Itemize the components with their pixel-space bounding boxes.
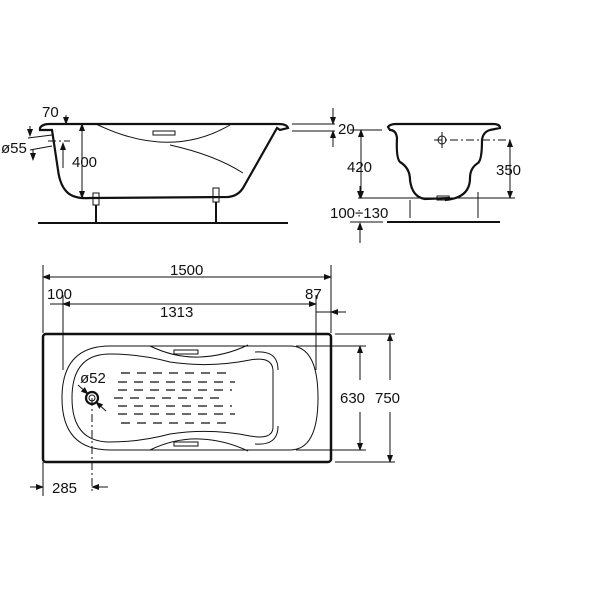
plan-view: ø52 1500 1313 100 87 630 750 285 (30, 262, 400, 497)
dim-overflow-height: 350 (496, 162, 521, 179)
dim-overflow-diameter: ø55 (1, 140, 27, 157)
dim-left-margin: 100 (47, 286, 72, 303)
dim-overall-length: 1500 (170, 262, 203, 279)
handle-bottom (173, 441, 199, 447)
armrest-curve-lower (169, 144, 244, 174)
tub-outer-rim (41, 332, 333, 464)
tub-end-outline (386, 122, 502, 202)
handle (152, 130, 176, 136)
dim-overall-width: 750 (375, 390, 400, 407)
armrest-curve (95, 123, 231, 143)
dim-inner-length: 1313 (160, 304, 193, 321)
end-view: 420 350 100÷130 (330, 122, 521, 243)
dim-drain-diameter: ø52 (80, 370, 106, 387)
dim-rim-thickness: 20 (338, 121, 355, 138)
dim-leg-height: 100÷130 (330, 205, 388, 222)
tub-side-outline (38, 122, 290, 200)
dim-right-margin: 87 (305, 286, 322, 303)
dim-drain-offset: 285 (52, 480, 77, 497)
dim-total-height: 420 (347, 159, 372, 176)
tub-basin-outline (61, 345, 319, 451)
tub-inner-basin (71, 353, 274, 443)
side-view: 70 20 400 ø55 (1, 104, 355, 224)
legs (92, 187, 220, 222)
dim-inner-width: 630 (340, 390, 365, 407)
handle-top (173, 349, 199, 355)
dim-rim-offset: 70 (42, 104, 59, 121)
anti-slip-pattern (114, 372, 235, 424)
dim-depth: 400 (72, 154, 97, 171)
